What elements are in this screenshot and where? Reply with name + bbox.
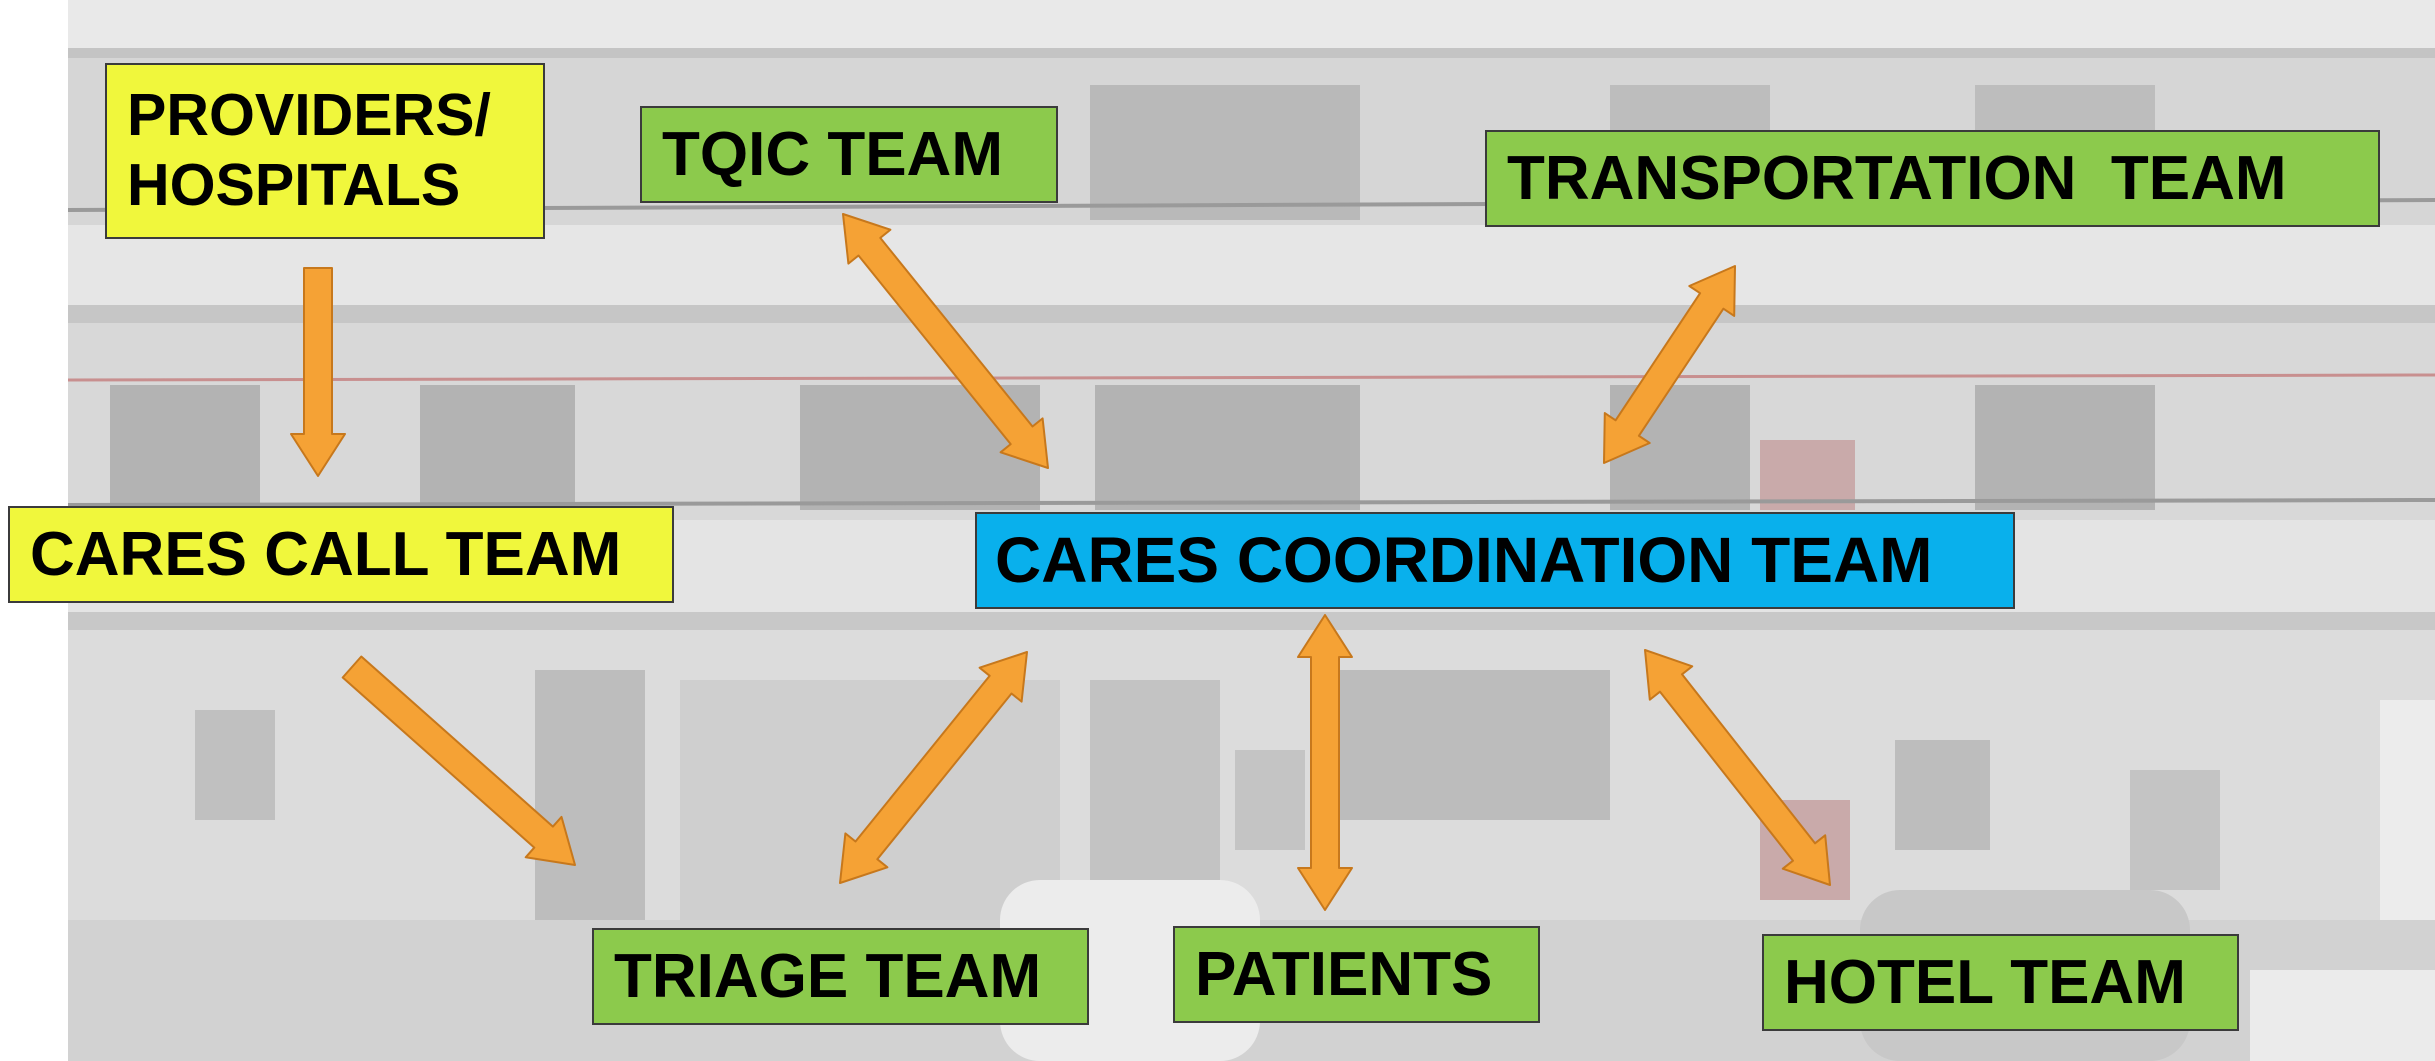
hotel-team-box: HOTEL TEAM <box>1762 934 2239 1031</box>
cares-coordination-team-box: CARES COORDINATION TEAM <box>975 512 2015 609</box>
triage-team-box: TRIAGE TEAM <box>592 928 1089 1025</box>
hotel-team-label: HOTEL TEAM <box>1784 947 2186 1017</box>
cares-call-team-label: CARES CALL TEAM <box>30 519 622 589</box>
triage-team-label: TRIAGE TEAM <box>614 941 1042 1011</box>
tqic-team-box: TQIC TEAM <box>640 106 1058 203</box>
providers-hospitals-box: PROVIDERS/ HOSPITALS <box>105 63 545 239</box>
patients-label: PATIENTS <box>1195 939 1493 1009</box>
tqic-team-label: TQIC TEAM <box>662 119 1003 189</box>
providers-hospitals-label: PROVIDERS/ HOSPITALS <box>127 82 491 218</box>
patients-box: PATIENTS <box>1173 926 1540 1023</box>
cares-call-team-box: CARES CALL TEAM <box>8 506 674 603</box>
transportation-team-label: TRANSPORTATION TEAM <box>1507 143 2287 213</box>
transportation-team-box: TRANSPORTATION TEAM <box>1485 130 2380 227</box>
cares-coordination-team-label: CARES COORDINATION TEAM <box>995 523 1933 596</box>
